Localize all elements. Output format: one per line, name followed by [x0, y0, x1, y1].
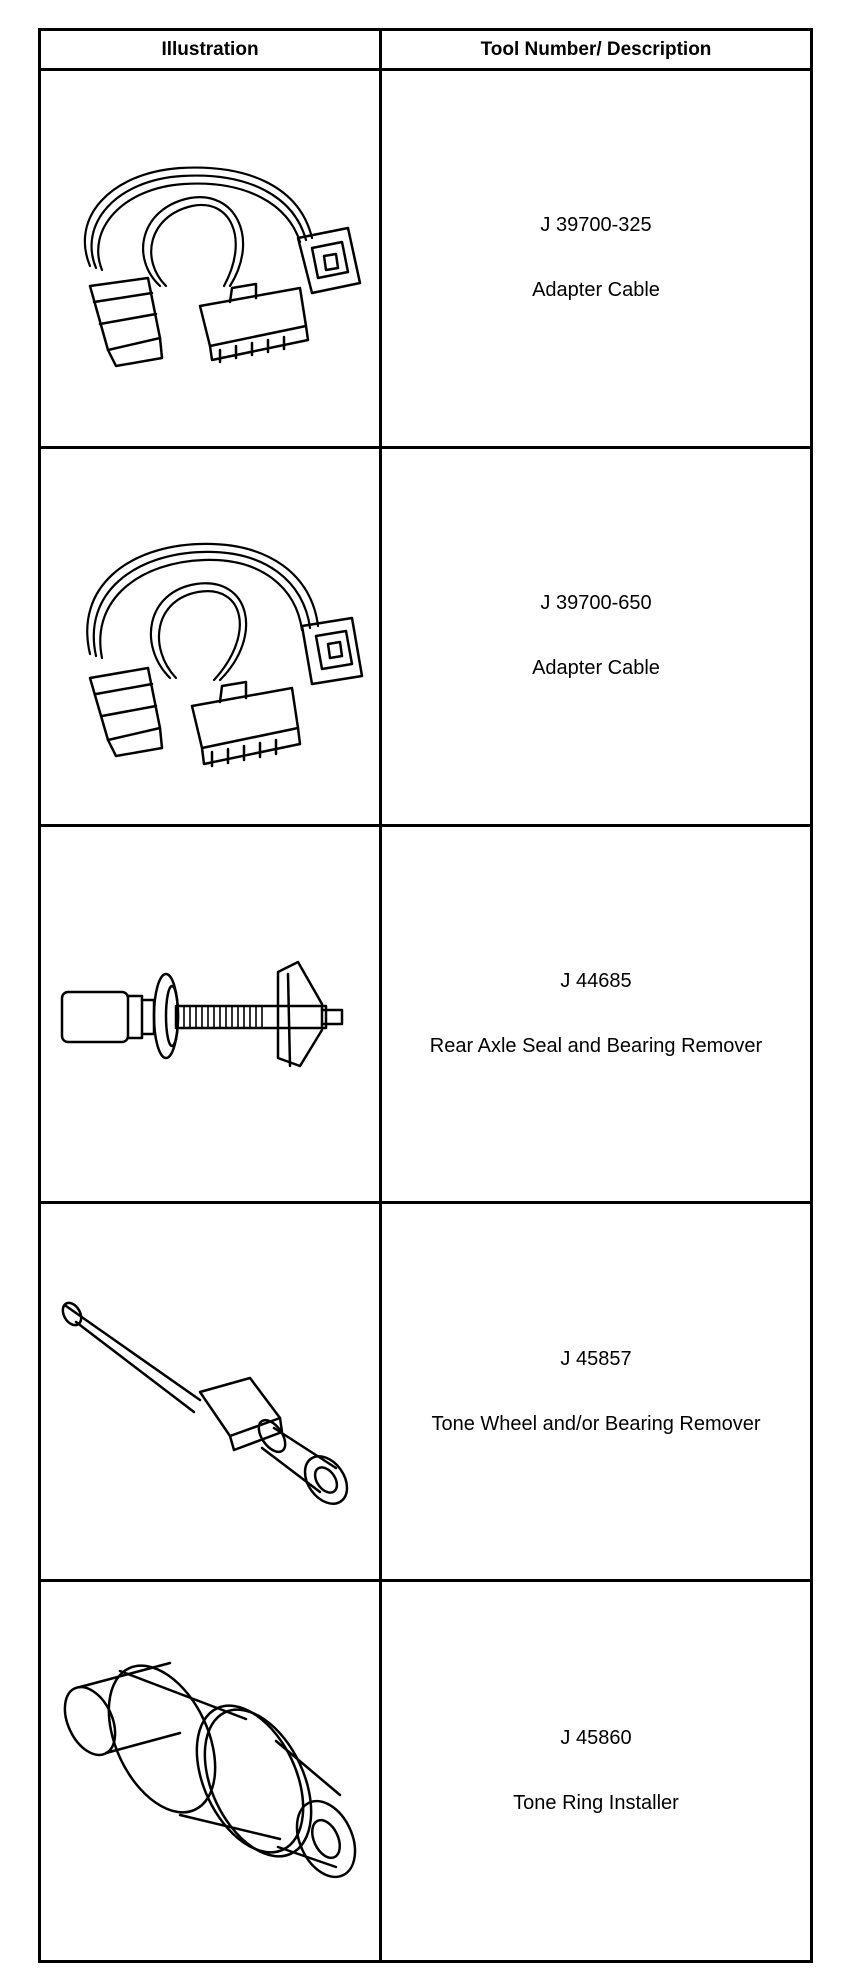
- illustration-cell: [41, 448, 382, 827]
- tool-description: Adapter Cable: [532, 657, 660, 680]
- tool-number: J 44685: [560, 969, 632, 992]
- tone-ring-installer-icon: [63, 1661, 357, 1879]
- illustration-cell: [41, 1204, 382, 1583]
- illustration-cell: [41, 71, 382, 449]
- special-tools-table: Illustration Tool Number/ Description: [38, 28, 813, 1963]
- tool-description: Tone Ring Installer: [513, 1792, 679, 1815]
- tool-number: J 39700-650: [540, 592, 652, 615]
- tool-description-cell: J 45857 Tone Wheel and/or Bearing Remove…: [382, 1204, 810, 1583]
- tool-number: J 45857: [560, 1347, 632, 1370]
- illustration-cell: [41, 1582, 382, 1960]
- adapter-cable-icon: [83, 166, 362, 368]
- tone-wheel-remover-icon: [61, 1301, 349, 1505]
- tool-description: Tone Wheel and/or Bearing Remover: [431, 1412, 761, 1435]
- tool-description: Adapter Cable: [532, 279, 660, 302]
- tool-number: J 39700-325: [540, 214, 652, 237]
- tool-description-cell: J 39700-325 Adapter Cable: [382, 71, 810, 449]
- tool-description-cell: J 39700-650 Adapter Cable: [382, 449, 810, 827]
- header-tool-number-description: Tool Number/ Description: [382, 31, 810, 71]
- adapter-cable-icon: [86, 543, 364, 768]
- illustration-cell: [41, 826, 382, 1205]
- tool-description-cell: J 44685 Rear Axle Seal and Bearing Remov…: [382, 827, 810, 1205]
- tool-description: Rear Axle Seal and Bearing Remover: [429, 1034, 763, 1057]
- tool-description-cell: J 45860 Tone Ring Installer: [382, 1582, 810, 1960]
- seal-bearing-remover-icon: [60, 960, 344, 1068]
- tool-number: J 45860: [560, 1727, 632, 1750]
- header-illustration: Illustration: [41, 31, 382, 71]
